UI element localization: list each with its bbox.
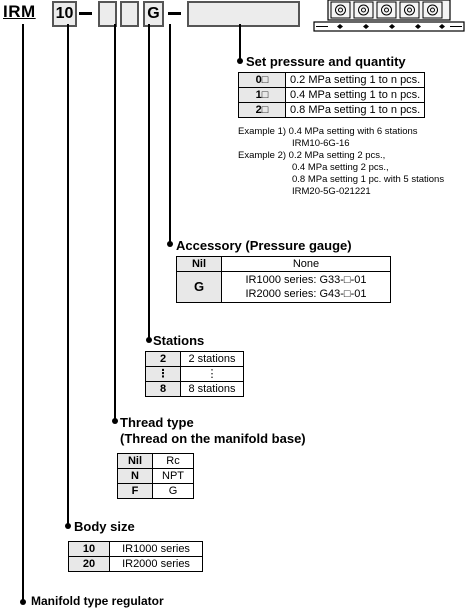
table-row: 8 8 stations [145,381,244,397]
pressure-table: 0□ 0.2 MPa setting 1 to n pcs. 1□ 0.4 MP… [238,72,426,118]
connector-accessory [169,24,171,243]
thread-table: Nil Rc N NPT F G [117,453,194,499]
connector-accessory-dot [167,241,173,247]
table-key: Nil [176,256,222,272]
accessory-code-box: G [143,1,164,27]
accessory-code: G [147,5,160,22]
example-1-label: Example 1) 0.4 MPa setting with 6 statio… [238,126,418,137]
table-key: Nil [117,453,153,469]
manifold-title: Manifold type regulator [31,594,164,608]
table-row: 10 IR1000 series [68,541,203,557]
accessory-g-line-2: IR2000 series: G43-□-01 [245,288,367,300]
table-key: ⋮ [145,366,181,382]
table-row: 0□ 0.2 MPa setting 1 to n pcs. [238,72,426,88]
table-value: 8 stations [180,381,244,397]
pressure-title: Set pressure and quantity [246,54,406,69]
pressure-quantity-box [187,1,300,27]
connector-pressure-dot [237,58,243,64]
body-size-table: 10 IR1000 series 20 IR2000 series [68,541,203,572]
table-key: 10 [68,541,110,557]
table-value: 2 stations [180,351,244,367]
example-2-line-2: 0.4 MPa setting 2 pcs., [292,162,389,173]
table-key: G [176,271,222,303]
body-size-code-box: 10 [52,1,77,27]
table-value: NPT [152,468,194,484]
table-row: 20 IR2000 series [68,556,203,572]
part-prefix: IRM [3,2,36,21]
stations-box [120,1,139,27]
accessory-table: Nil None G IR1000 series: G33-□-01 IR200… [176,256,391,303]
dash-2 [168,12,181,15]
connector-thread [114,24,116,420]
thread-type-box [98,1,117,27]
stations-table: 2 2 stations ⋮ ⋮ 8 8 stations [145,351,244,397]
example-1-code: IRM10-6G-16 [292,138,350,149]
table-value: 0.2 MPa setting 1 to n pcs. [284,72,426,88]
thread-title: Thread type [120,415,194,430]
table-row: Nil None [176,256,391,272]
table-row: Nil Rc [117,453,194,469]
connector-pressure [239,24,241,60]
table-key: F [117,483,153,499]
table-key: 8 [145,381,181,397]
table-key: 1□ [238,87,286,103]
table-value: None [221,256,391,272]
thread-subtitle: (Thread on the manifold base) [120,431,306,446]
accessory-title: Accessory (Pressure gauge) [176,238,352,253]
table-value: IR2000 series [109,556,203,572]
table-row: 1□ 0.4 MPa setting 1 to n pcs. [238,87,426,103]
table-value: 0.8 MPa setting 1 to n pcs. [284,102,426,118]
connector-body-size-dot [65,523,71,529]
example-2-line-3: 0.8 MPa setting 1 pc. with 5 stations [292,174,445,185]
table-row: 2□ 0.8 MPa setting 1 to n pcs. [238,102,426,118]
connector-manifold [22,24,24,602]
table-row: F G [117,483,194,499]
table-value: IR1000 series: G33-□-01 IR2000 series: G… [221,271,391,303]
connector-stations-dot [146,337,152,343]
table-key: 2 [145,351,181,367]
connector-stations [148,24,150,340]
table-value: G [152,483,194,499]
manifold-illustration [313,0,465,32]
table-row: G IR1000 series: G33-□-01 IR2000 series:… [176,271,391,303]
example-2-label: Example 2) 0.2 MPa setting 2 pcs., [238,150,386,161]
accessory-g-line-1: IR1000 series: G33-□-01 [245,274,367,286]
table-key: 2□ [238,102,286,118]
body-size-title: Body size [74,519,135,534]
connector-manifold-dot [20,599,26,605]
connector-thread-dot [112,418,118,424]
table-value: IR1000 series [109,541,203,557]
table-row: 2 2 stations [145,351,244,367]
table-value: Rc [152,453,194,469]
table-key: N [117,468,153,484]
table-row: N NPT [117,468,194,484]
dash-1 [79,12,92,15]
connector-body-size [67,24,69,526]
table-row: ⋮ ⋮ [145,366,244,382]
table-value: ⋮ [180,366,244,382]
body-size-code: 10 [55,5,74,22]
table-value: 0.4 MPa setting 1 to n pcs. [284,87,426,103]
example-2-code: IRM20-5G-021221 [292,186,371,197]
table-key: 0□ [238,72,286,88]
stations-title: Stations [153,333,205,348]
table-key: 20 [68,556,110,572]
